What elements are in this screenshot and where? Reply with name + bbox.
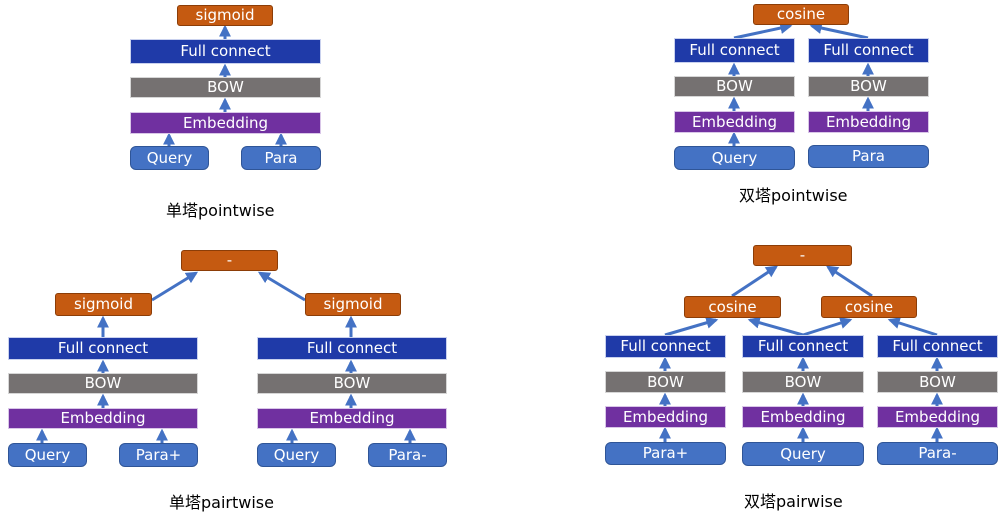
full-connect-layer-left: Full connect [674,38,795,63]
query-input-left: Query [8,443,87,467]
caption-single-pairwise: 单塔pairtwise [169,493,274,512]
bow-layer-left: BOW [674,76,795,97]
full-connect-layer-1: Full connect [605,335,726,358]
bow-layer-2: BOW [742,371,864,393]
embedding-layer-right: Embedding [257,408,447,429]
para-input: Para [808,145,929,168]
minus-node: - [181,250,278,271]
query-input-right: Query [257,443,336,467]
bow-layer-left: BOW [8,373,198,394]
full-connect-layer-left: Full connect [8,337,198,360]
caption-single-pointwise: 单塔pointwise [166,201,275,220]
full-connect-layer-right: Full connect [808,38,929,63]
query-input: Query [674,146,795,170]
caption-dual-pointwise: 双塔pointwise [739,186,848,205]
query-input: Query [130,146,209,170]
para-negative-input: Para- [368,443,447,467]
bow-layer-1: BOW [605,371,726,393]
full-connect-layer-3: Full connect [877,335,998,358]
embedding-layer-1: Embedding [605,406,726,428]
para-negative-input: Para- [877,442,998,465]
full-connect-layer-2: Full connect [742,335,864,358]
sigmoid-node-left: sigmoid [55,293,152,316]
bow-layer-right: BOW [257,373,447,394]
bow-layer-3: BOW [877,371,998,393]
bow-layer: BOW [130,77,321,98]
cosine-node-left: cosine [684,296,781,318]
para-positive-input: Para+ [605,442,726,465]
bow-layer-right: BOW [808,76,929,97]
embedding-layer-left: Embedding [674,111,795,133]
caption-dual-pairwise: 双塔pairwise [744,492,843,511]
para-input: Para [241,146,321,170]
embedding-layer-right: Embedding [808,111,929,133]
para-positive-input: Para+ [119,443,198,467]
cosine-node: cosine [753,4,849,25]
query-input: Query [742,442,864,466]
embedding-layer-left: Embedding [8,408,198,429]
embedding-layer-2: Embedding [742,406,864,428]
sigmoid-node-right: sigmoid [305,293,401,316]
embedding-layer: Embedding [130,112,321,134]
embedding-layer-3: Embedding [877,406,998,428]
minus-node: - [753,245,852,266]
full-connect-layer: Full connect [130,39,321,64]
full-connect-layer-right: Full connect [257,337,447,360]
sigmoid-node: sigmoid [177,5,273,26]
cosine-node-right: cosine [821,296,917,318]
